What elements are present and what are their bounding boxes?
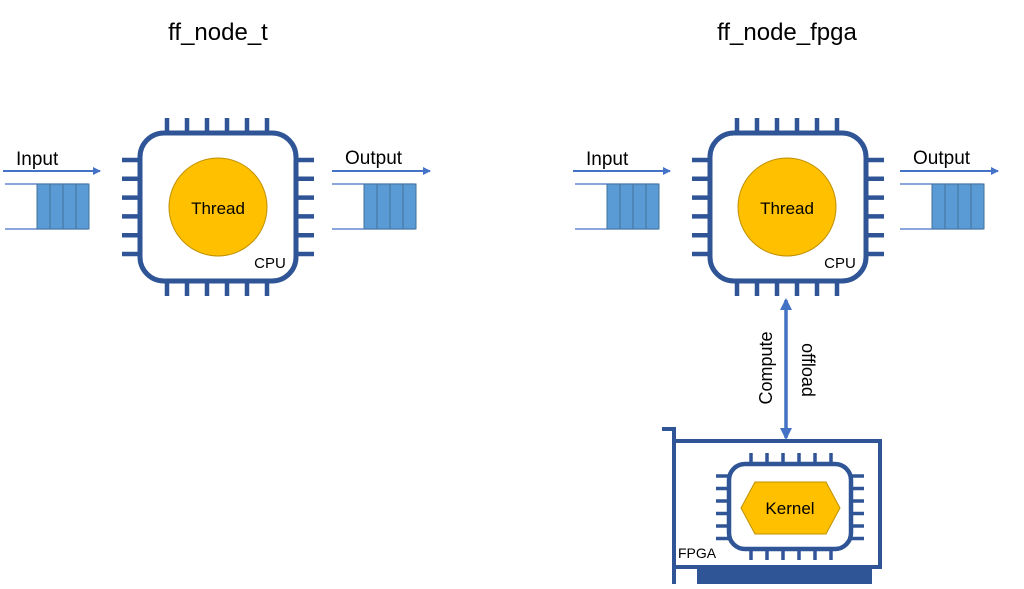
queue-slot: [363, 183, 378, 230]
offload-label-offload: offload: [798, 343, 818, 397]
fpga-card: [662, 427, 882, 584]
input-label: Input: [16, 149, 59, 170]
queue-slot: [645, 183, 660, 230]
input-queue: [575, 183, 660, 230]
queue-slot: [606, 183, 621, 230]
cpu-label: CPU: [824, 255, 856, 272]
queue-slot: [931, 183, 946, 230]
queue-slot: [75, 183, 90, 230]
output-queue: [332, 183, 417, 230]
thread-label: Thread: [760, 199, 814, 218]
ff-node-fpga-group: ff_node_fpga Input Thread CPU Output Com…: [573, 19, 999, 584]
queue-slot: [944, 183, 959, 230]
queue-slot: [402, 183, 417, 230]
queue-slot: [36, 183, 51, 230]
thread-label: Thread: [191, 199, 245, 218]
kernel-label: Kernel: [765, 499, 814, 518]
kernel-hexagon: [740, 481, 841, 535]
input-queue: [5, 183, 90, 230]
queue-slot: [62, 183, 77, 230]
left-title: ff_node_t: [168, 19, 268, 46]
queue-slot: [49, 183, 64, 230]
output-label: Output: [345, 148, 403, 169]
thread-circle: [168, 157, 268, 257]
right-title: ff_node_fpga: [717, 19, 857, 46]
output-label: Output: [913, 148, 971, 169]
cpu-label: CPU: [254, 255, 286, 272]
queue-slot: [619, 183, 634, 230]
queue-slot: [957, 183, 972, 230]
offload-label-compute: Compute: [756, 331, 776, 404]
ff-node-t-group: ff_node_t Input Thread CPU Output: [3, 19, 431, 296]
fpga-label: FPGA: [678, 545, 717, 561]
output-queue: [900, 183, 985, 230]
thread-circle: [737, 157, 837, 257]
queue-slot: [970, 183, 985, 230]
input-label: Input: [586, 149, 629, 170]
queue-slot: [632, 183, 647, 230]
queue-slot: [376, 183, 391, 230]
queue-slot: [389, 183, 404, 230]
